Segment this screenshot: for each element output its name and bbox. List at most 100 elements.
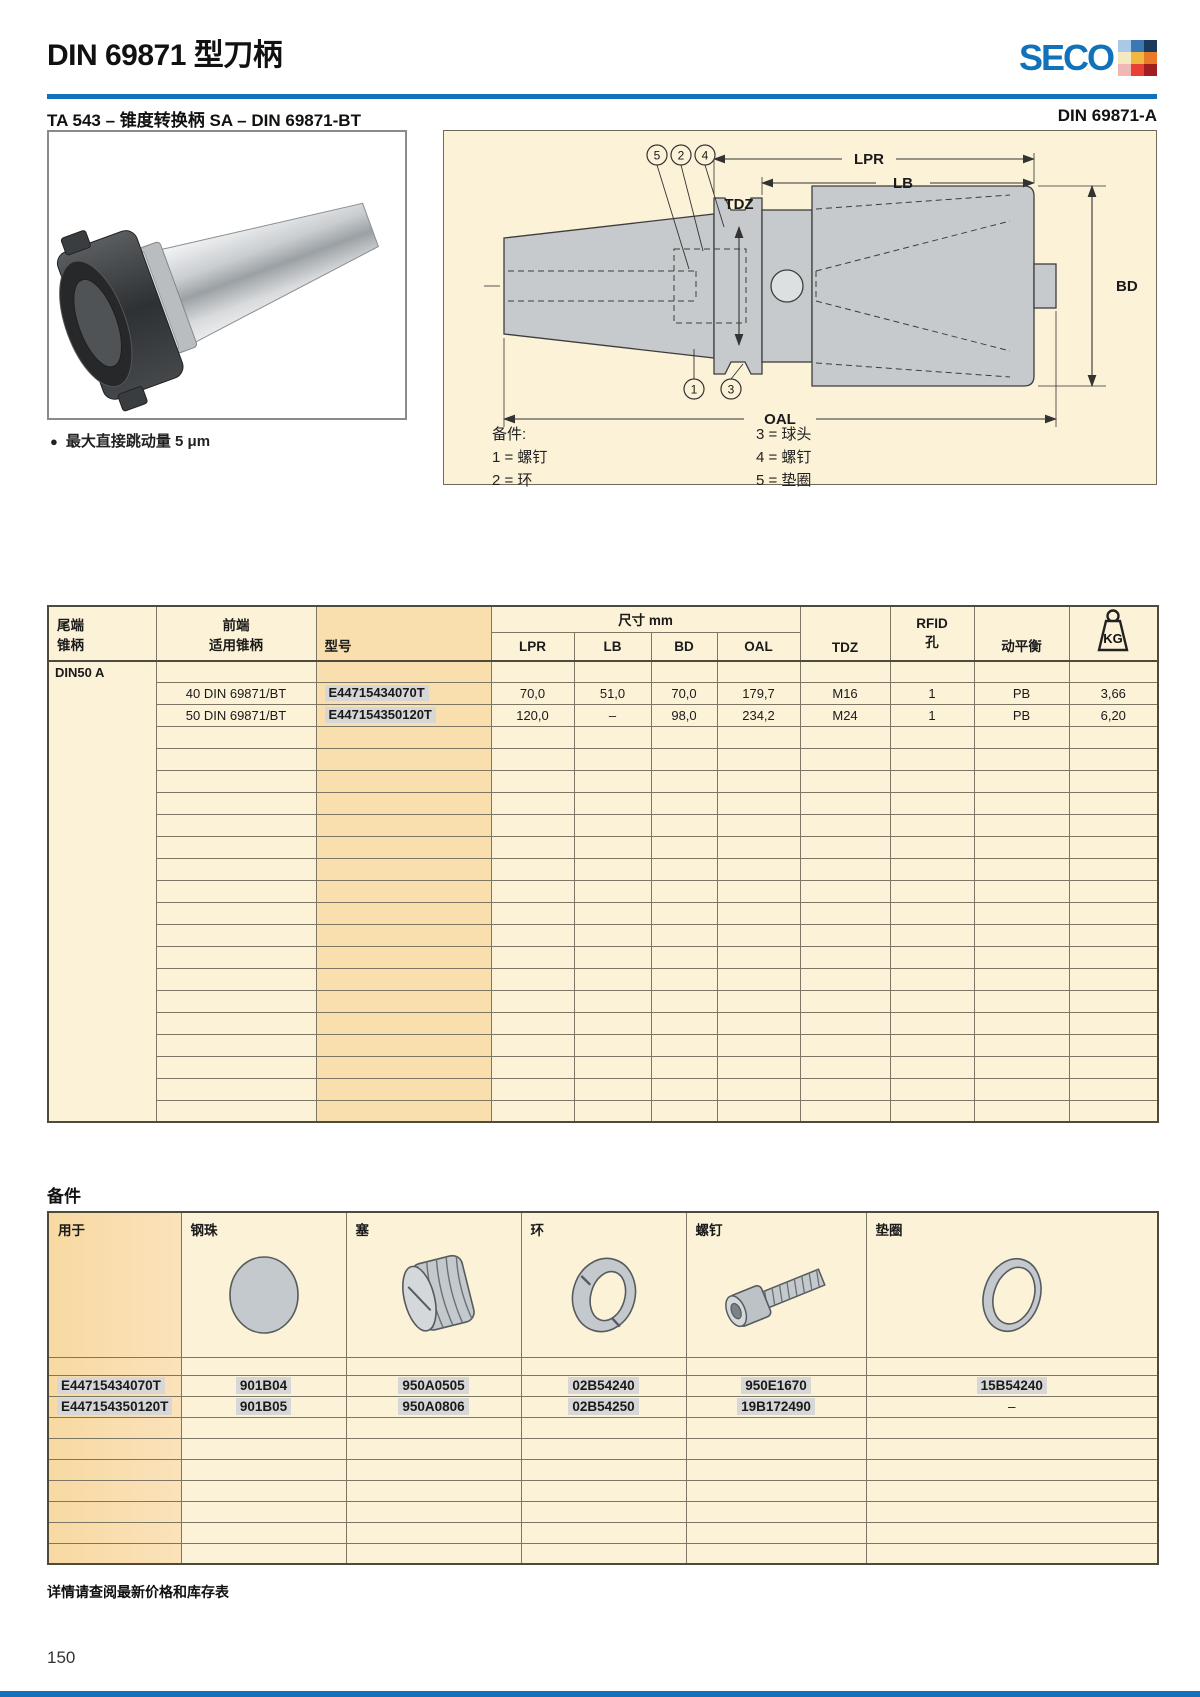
- toolholder-photo-illustration: [56, 202, 380, 412]
- front-shank: 40 DIN 69871/BT: [155, 681, 317, 705]
- empty-row: [47, 1542, 1159, 1565]
- bullet-icon: ●: [50, 434, 58, 449]
- plug-icon: [347, 1239, 521, 1351]
- group-row: DIN50 A: [47, 660, 1159, 1123]
- empty-row: [47, 1437, 1159, 1460]
- header-divider: [47, 94, 1157, 99]
- accessories-table: 用于 钢珠 塞: [47, 1211, 1159, 1565]
- model-number: E44715434070T: [315, 681, 492, 705]
- empty-row: [48, 1099, 1159, 1123]
- washer-part: –: [865, 1395, 1159, 1418]
- lpr-value: 120,0: [490, 703, 575, 727]
- callout-1: 1: [691, 383, 698, 397]
- empty-row: [47, 1521, 1159, 1544]
- standard-ref: DIN 69871-A: [1057, 106, 1157, 125]
- for-model: E447154350120T: [47, 1395, 182, 1418]
- empty-row: [48, 989, 1159, 1013]
- callout-3: 3: [728, 383, 735, 397]
- dim-label-lb: LB: [893, 175, 913, 192]
- screw-icon: [687, 1239, 866, 1351]
- accessories-title: 备件: [47, 1187, 81, 1206]
- figure-legend-right: 3 = 球头 4 = 螺钉 5 = 垫圈: [756, 427, 811, 496]
- seco-logo: SECO: [1019, 39, 1157, 76]
- legend-item: 4 = 螺钉: [756, 449, 812, 466]
- col-header-ring: 环: [520, 1211, 687, 1358]
- col-header-bd: BD: [650, 631, 718, 662]
- tdz-value: M24: [799, 703, 891, 727]
- col-group-dimensions: 尺寸 mm: [490, 605, 801, 633]
- tail-shank-group: DIN50 A: [47, 660, 157, 1123]
- model-number: E447154350120T: [315, 703, 492, 727]
- weight-kg-icon: KG: [1097, 609, 1129, 652]
- empty-row: [48, 923, 1159, 947]
- page-title: DIN 69871 型刀柄: [47, 39, 283, 72]
- dim-label-lpr: LPR: [854, 151, 884, 168]
- col-header-front-shank: 前端适用锥柄: [155, 605, 317, 662]
- col-header-balance: 动平衡: [973, 605, 1070, 662]
- empty-row: [48, 1055, 1159, 1079]
- empty-row: [48, 945, 1159, 969]
- col-header-lpr: LPR: [490, 631, 575, 662]
- svg-text:KG: KG: [1104, 631, 1124, 646]
- empty-row: [47, 1500, 1159, 1523]
- steel-ball-icon: [182, 1239, 346, 1351]
- empty-row: [47, 1416, 1159, 1439]
- empty-row: [48, 857, 1159, 881]
- lb-value: –: [573, 703, 652, 727]
- table-row: E447154350120T 901B05 950A0806 02B54250 …: [47, 1395, 1159, 1418]
- empty-row: [48, 747, 1159, 771]
- product-photo: [47, 130, 407, 420]
- empty-row: [48, 1077, 1159, 1101]
- empty-row: [48, 835, 1159, 859]
- ball-part: 901B04: [180, 1374, 347, 1397]
- empty-row: [48, 1011, 1159, 1035]
- subtitle-row: TA 543 – 锥度转换柄 SA – DIN 69871-BT DIN 698…: [47, 106, 1157, 131]
- empty-row: [47, 1479, 1159, 1502]
- empty-row: [48, 725, 1159, 749]
- callout-2: 2: [678, 149, 685, 163]
- seco-logo-grid-icon: [1118, 40, 1157, 76]
- table-row: 50 DIN 69871/BT E447154350120T 120,0 – 9…: [48, 703, 1159, 727]
- empty-row: [48, 769, 1159, 793]
- figure-legend-left: 备件: 1 = 螺钉 2 = 环: [492, 427, 547, 496]
- screw-part: 19B172490: [685, 1395, 867, 1418]
- col-header-tail-shank: 尾端锥柄: [47, 605, 157, 662]
- ring-part: 02B54250: [520, 1395, 687, 1418]
- empty-row: [48, 791, 1159, 815]
- empty-row: [48, 813, 1159, 837]
- technical-drawing: LPR LB TDZ BD OAL 5 2 4 1 3: [443, 130, 1157, 488]
- col-header-tdz: TDZ: [799, 605, 891, 662]
- rfid-value: 1: [889, 681, 975, 705]
- for-model: E44715434070T: [47, 1374, 182, 1397]
- col-header-oal: OAL: [716, 631, 801, 662]
- dim-label-bd: BD: [1116, 278, 1138, 295]
- rfid-value: 1: [889, 703, 975, 727]
- legend-item: 5 = 垫圈: [756, 472, 812, 489]
- front-shank: 50 DIN 69871/BT: [155, 703, 317, 727]
- ring-part: 02B54240: [520, 1374, 687, 1397]
- weight-value: 6,20: [1068, 703, 1159, 727]
- dim-label-oal: OAL: [764, 411, 796, 428]
- empty-row: [48, 1033, 1159, 1057]
- washer-part: 15B54240: [865, 1374, 1159, 1397]
- callout-4: 4: [702, 149, 709, 163]
- bd-value: 98,0: [650, 703, 718, 727]
- weight-value: 3,66: [1068, 681, 1159, 705]
- legend-item: 3 = 球头: [756, 426, 812, 443]
- screw-part: 950E1670: [685, 1374, 867, 1397]
- balance-value: PB: [973, 681, 1070, 705]
- oal-value: 234,2: [716, 703, 801, 727]
- col-header-screw: 螺钉: [685, 1211, 867, 1358]
- col-header-for: 用于: [47, 1211, 182, 1358]
- table-row: E44715434070T 901B04 950A0505 02B54240 9…: [47, 1374, 1159, 1397]
- footer-note: 详情请查阅最新价格和库存表: [47, 1584, 229, 1600]
- lb-value: 51,0: [573, 681, 652, 705]
- dim-label-tdz: TDZ: [724, 196, 753, 213]
- empty-row: [48, 879, 1159, 903]
- page-number: 150: [47, 1648, 76, 1667]
- bd-value: 70,0: [650, 681, 718, 705]
- empty-row: [48, 967, 1159, 991]
